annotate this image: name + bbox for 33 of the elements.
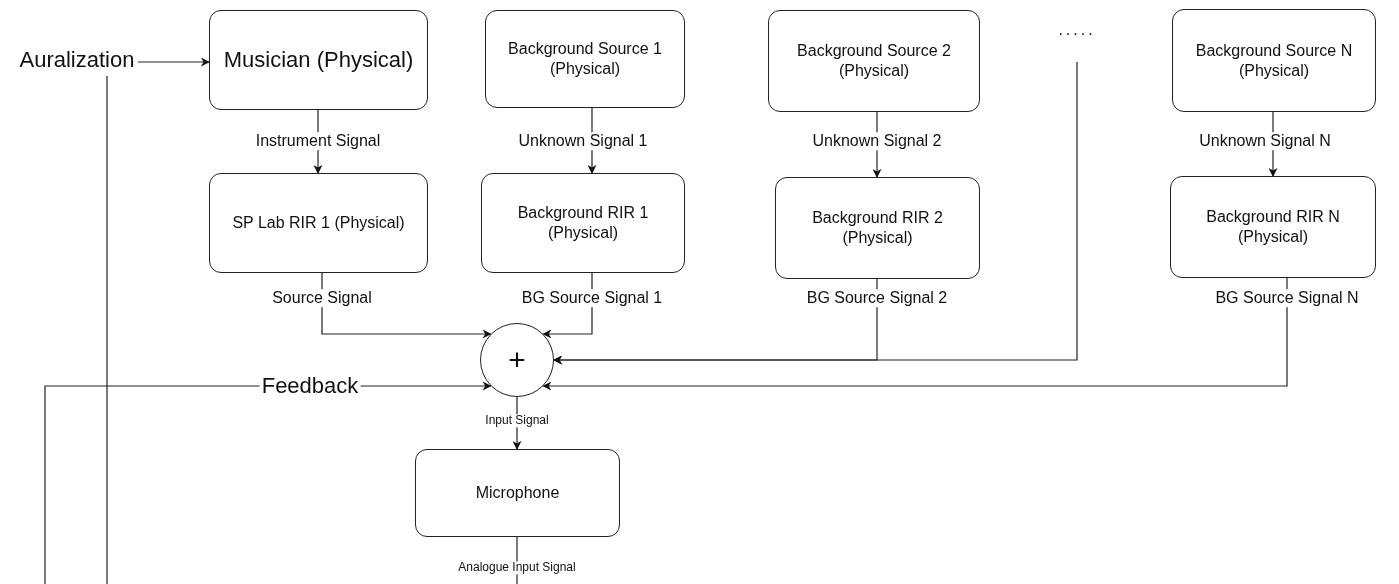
connector-line: [106, 75, 108, 584]
box-label: Background Source N (Physical): [1194, 40, 1354, 81]
process-box: [1172, 9, 1376, 112]
process-box: [481, 173, 685, 273]
box-label: Background RIR N (Physical): [1205, 207, 1341, 247]
process-box: [768, 10, 980, 112]
plus-sign: +: [508, 345, 526, 375]
arrow: [553, 61, 1078, 365]
edge-label: Source Signal: [270, 289, 374, 307]
ellipsis: .....: [1058, 20, 1096, 40]
box-label: Background RIR 1 (Physical): [516, 203, 650, 243]
edge-label: Unknown Signal 2: [810, 132, 944, 150]
box-label: Musician (Physical): [223, 46, 414, 74]
box-label: Background Source 2 (Physical): [796, 41, 952, 81]
edge-label: Analogue Input Signal: [456, 561, 578, 575]
box-label: SP Lab RIR 1 (Physical): [232, 213, 405, 233]
edge-label: Input Signal: [483, 414, 551, 428]
process-box: [485, 10, 685, 108]
edge-label: Unknown Signal 1: [516, 132, 650, 150]
arrow: [137, 57, 210, 67]
box-label: Background RIR 2 (Physical): [811, 208, 944, 248]
process-box: [209, 10, 428, 110]
arrow: [542, 277, 1288, 391]
box-label: Background Source 1 (Physical): [507, 39, 663, 79]
arrow: [321, 272, 492, 339]
process-box: [775, 177, 980, 279]
process-box: [415, 449, 620, 537]
input-label: Auralization: [19, 46, 135, 74]
edge-label: Unknown Signal N: [1197, 132, 1333, 150]
process-box: [209, 173, 428, 273]
box-label: Microphone: [475, 483, 560, 503]
process-box: [1170, 176, 1376, 278]
edge-label: BG Source Signal N: [1213, 289, 1361, 307]
